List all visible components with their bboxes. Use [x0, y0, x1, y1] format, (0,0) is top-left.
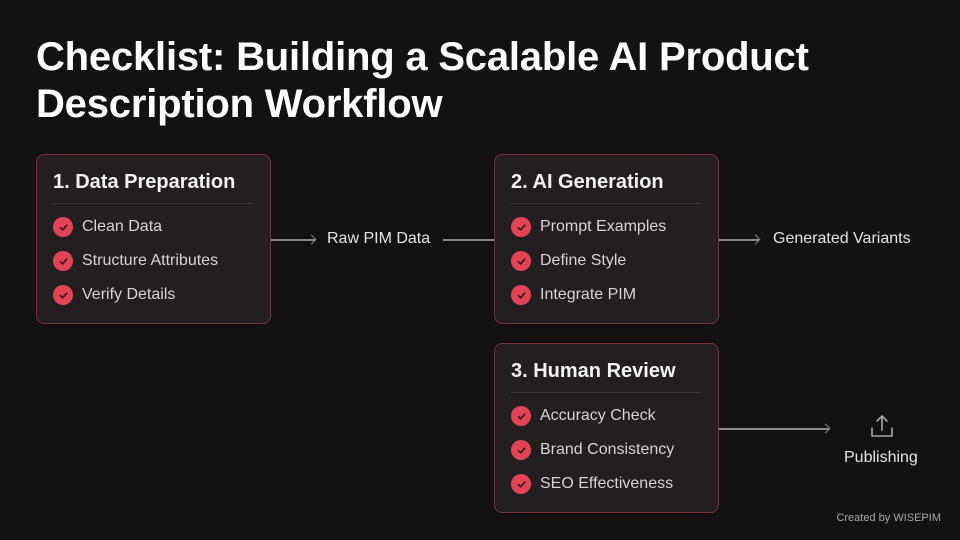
flow-label-publishing: Publishing	[844, 449, 918, 466]
check-circle-icon	[53, 217, 73, 237]
checklist-item-label: Prompt Examples	[540, 218, 667, 235]
footer-credit: Created by WISEPIM	[836, 512, 941, 524]
checklist-item-label: SEO Effectiveness	[540, 475, 674, 492]
checklist-item-label: Integrate PIM	[540, 286, 637, 303]
checklist-item: SEO Effectiveness	[511, 473, 673, 495]
card-data-preparation: 1. Data Preparation Clean Data Structure…	[36, 154, 271, 324]
connector-line	[719, 428, 829, 430]
card-title: 1. Data Preparation	[53, 171, 236, 193]
check-circle-icon	[511, 251, 531, 271]
checklist-item: Verify Details	[53, 284, 175, 306]
checklist-item-label: Structure Attributes	[82, 252, 219, 269]
checklist-item-label: Accuracy Check	[540, 407, 656, 424]
page-title: Checklist: Building a Scalable AI Produc…	[36, 35, 809, 126]
flow-label-raw-data: Raw PIM Data	[327, 230, 431, 247]
card-divider	[511, 392, 702, 393]
checklist-item-label: Clean Data	[82, 218, 163, 235]
checklist-item: Accuracy Check	[511, 405, 656, 427]
checklist-item: Integrate PIM	[511, 284, 636, 306]
check-circle-icon	[511, 474, 531, 494]
checklist-item-label: Brand Consistency	[540, 441, 675, 458]
card-title: 2. AI Generation	[511, 171, 664, 193]
checklist-item: Clean Data	[53, 216, 162, 238]
check-circle-icon	[511, 217, 531, 237]
card-ai-generation: 2. AI Generation Prompt Examples Define …	[494, 154, 719, 324]
card-title: 3. Human Review	[511, 360, 676, 382]
checklist-item-label: Verify Details	[82, 286, 176, 303]
check-circle-icon	[511, 440, 531, 460]
check-circle-icon	[53, 251, 73, 271]
arrow-head-icon	[820, 423, 831, 433]
check-circle-icon	[511, 406, 531, 426]
checklist-item: Prompt Examples	[511, 216, 666, 238]
connector-line	[443, 239, 494, 241]
card-human-review: 3. Human Review Accuracy Check Brand Con…	[494, 343, 719, 513]
upload-share-icon	[871, 415, 893, 437]
card-divider	[511, 203, 702, 204]
card-divider	[53, 203, 254, 204]
checklist-item: Brand Consistency	[511, 439, 674, 461]
checklist-item: Structure Attributes	[53, 250, 218, 272]
checklist-item-label: Define Style	[540, 252, 627, 269]
flow-label-generated: Generated Variants	[773, 230, 911, 247]
arrow-head-icon	[306, 234, 317, 244]
arrow-head-icon	[750, 234, 761, 244]
checklist-item: Define Style	[511, 250, 626, 272]
connector-line	[271, 239, 315, 241]
check-circle-icon	[53, 285, 73, 305]
connector-line	[719, 239, 759, 241]
check-circle-icon	[511, 285, 531, 305]
